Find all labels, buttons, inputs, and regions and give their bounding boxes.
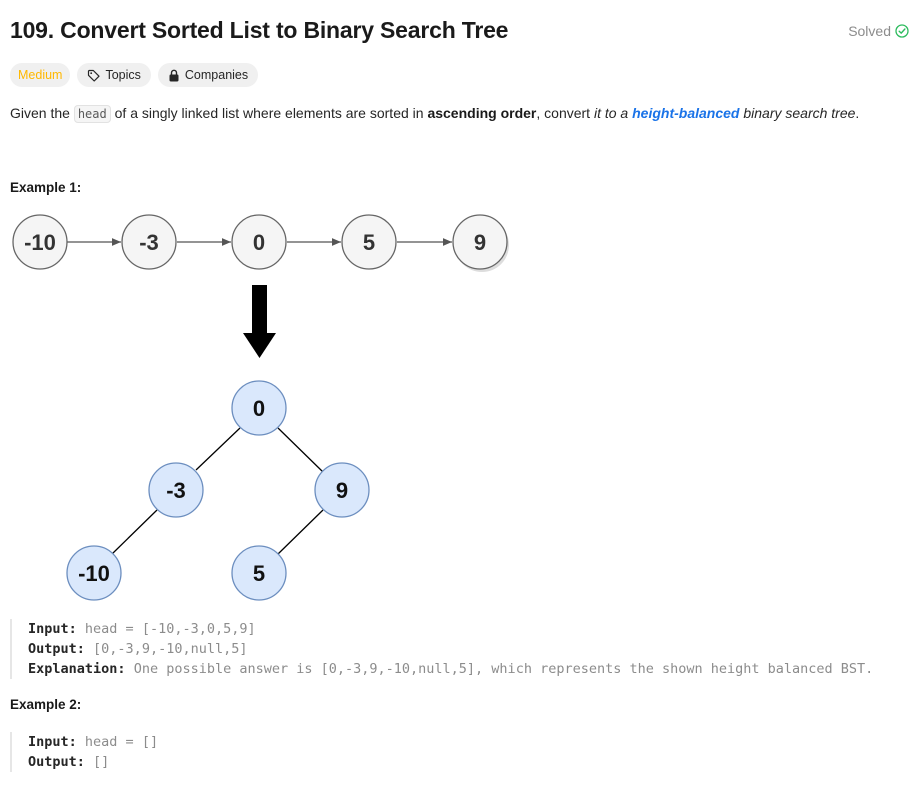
bst-tree: 0 -3 9 -10 5 <box>66 380 370 601</box>
list-node-label: 0 <box>253 230 265 255</box>
output-value: [] <box>93 754 110 770</box>
solved-status: Solved <box>848 23 909 39</box>
output-value: [0,-3,9,-10,null,5] <box>93 641 248 657</box>
example-2-io: Input: head = [] Output: [] <box>10 732 158 772</box>
example-2-title: Example 2: <box>10 697 82 712</box>
tree-edge <box>111 509 158 555</box>
inline-code-head: head <box>73 105 111 123</box>
output-label: Output: <box>28 641 85 657</box>
tag-icon <box>88 69 101 82</box>
tree-edge <box>277 427 324 473</box>
desc-italic: it to a <box>593 105 633 121</box>
lock-icon <box>169 69 179 81</box>
desc-italic: binary search tree <box>739 105 856 121</box>
list-node: -10 <box>12 214 68 270</box>
topics-label: Topics <box>105 68 141 82</box>
list-node-label: 5 <box>363 230 375 255</box>
tree-node: 0 <box>231 380 287 436</box>
solved-label: Solved <box>848 23 891 39</box>
check-circle-icon <box>895 24 909 38</box>
list-node-label: -3 <box>139 230 159 255</box>
explanation-value: One possible answer is [0,-3,9,-10,null,… <box>133 661 874 677</box>
down-arrow-icon <box>243 285 276 358</box>
tree-node-label: -10 <box>78 561 110 586</box>
tree-node-label: 9 <box>336 478 348 503</box>
tree-node-label: 0 <box>253 396 265 421</box>
tag-bar: Medium Topics Companies <box>10 63 259 87</box>
desc-text: , convert <box>536 105 594 121</box>
example-1-diagram: -10 -3 0 5 9 0 <box>12 214 509 601</box>
example-1-io: Input: head = [-10,-3,0,5,9] Output: [0,… <box>10 619 873 679</box>
list-node-label: -10 <box>24 230 56 255</box>
topics-button[interactable]: Topics <box>77 63 151 87</box>
tree-node: 5 <box>231 545 287 601</box>
companies-button[interactable]: Companies <box>157 63 259 87</box>
input-value: head = [] <box>84 734 159 750</box>
list-node: 5 <box>341 214 397 270</box>
problem-title: 109. Convert Sorted List to Binary Searc… <box>10 17 509 43</box>
linked-list: -10 -3 0 5 9 <box>12 214 509 272</box>
difficulty-label: Medium <box>18 68 63 82</box>
tree-node-label: -3 <box>166 478 186 503</box>
problem-description: Given the head of a singly linked list w… <box>10 105 860 123</box>
list-node: 0 <box>231 214 287 270</box>
tree-edge <box>195 427 241 471</box>
tree-node-label: 5 <box>253 561 265 586</box>
list-node: -3 <box>121 214 177 270</box>
desc-text: of a singly linked list where elements a… <box>110 105 428 121</box>
tree-node: -3 <box>148 462 204 518</box>
companies-label: Companies <box>184 68 249 82</box>
explanation-label: Explanation: <box>28 661 126 677</box>
list-node-label: 9 <box>474 230 486 255</box>
input-label: Input: <box>28 621 77 637</box>
input-label: Input: <box>28 734 77 750</box>
list-node: 9 <box>452 214 509 272</box>
difficulty-badge: Medium <box>10 63 71 87</box>
desc-text: Given the <box>10 105 74 121</box>
height-balanced-link[interactable]: height-balanced <box>632 105 740 121</box>
tree-edge <box>277 509 324 555</box>
desc-text: . <box>855 105 860 121</box>
example-1-title: Example 1: <box>10 180 82 195</box>
tree-node: 9 <box>314 462 370 518</box>
input-value: head = [-10,-3,0,5,9] <box>84 621 256 637</box>
tree-node: -10 <box>66 545 122 601</box>
output-label: Output: <box>28 754 85 770</box>
desc-bold: ascending order <box>427 105 537 121</box>
